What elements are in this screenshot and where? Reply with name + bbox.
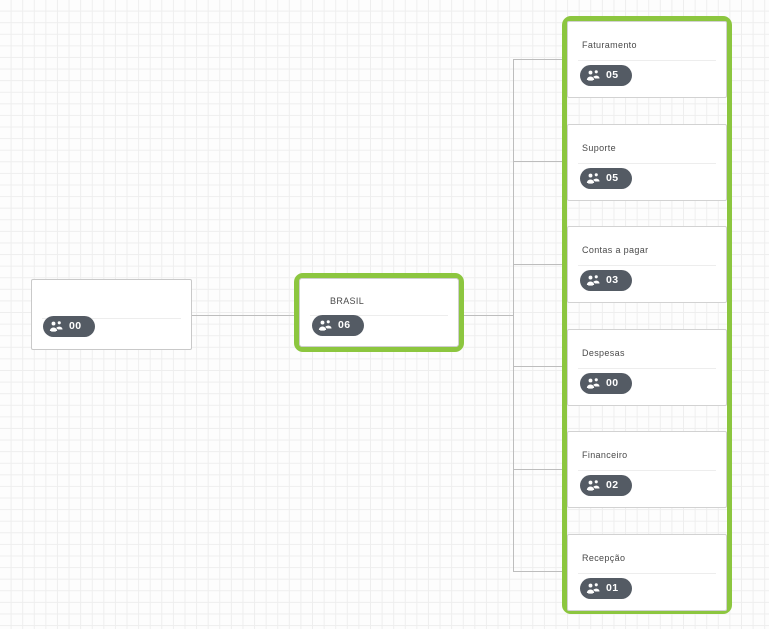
connector-branch-contas-a-pagar	[513, 264, 563, 265]
department-node-financeiro[interactable]: Financeiro 02	[567, 431, 727, 508]
connector-branch-recepcao	[513, 571, 563, 572]
department-node-faturamento[interactable]: Faturamento 05	[567, 21, 727, 98]
department-divider	[578, 60, 716, 61]
connector-branch-faturamento	[513, 59, 563, 60]
node-brasil-selection-outline[interactable]: BRASIL 06	[294, 273, 464, 352]
connector-root-to-brasil	[192, 315, 294, 316]
department-member-count: 03	[606, 274, 619, 287]
department-node-suporte[interactable]: Suporte 05	[567, 123, 727, 201]
department-member-count: 00	[606, 376, 619, 389]
department-member-count: 01	[606, 581, 619, 594]
node-brasil-divider	[310, 315, 448, 316]
department-member-badge[interactable]: 05	[580, 65, 632, 86]
department-member-badge[interactable]: 02	[580, 475, 632, 496]
users-group-icon	[586, 69, 601, 82]
department-divider	[578, 470, 716, 471]
users-group-icon	[586, 172, 601, 185]
department-member-badge[interactable]: 00	[580, 372, 632, 394]
node-brasil[interactable]: BRASIL 06	[299, 278, 459, 347]
connector-branch-suporte	[513, 161, 563, 162]
department-title: Financeiro	[582, 450, 628, 460]
connector-branch-financeiro	[513, 469, 563, 470]
node-root[interactable]: 00	[31, 279, 192, 350]
department-divider	[578, 265, 716, 266]
department-member-count: 05	[606, 171, 619, 184]
node-root-member-count: 00	[69, 320, 82, 333]
department-member-badge[interactable]: 05	[580, 167, 632, 189]
department-title: Suporte	[582, 142, 616, 153]
users-group-icon	[586, 479, 601, 492]
connector-brasil-to-trunk	[463, 315, 514, 316]
department-member-count: 02	[606, 479, 619, 492]
department-divider	[578, 572, 716, 574]
connector-vertical-trunk	[513, 59, 514, 571]
users-group-icon	[586, 377, 601, 390]
node-root-member-badge[interactable]: 00	[43, 316, 95, 337]
department-member-badge[interactable]: 01	[580, 577, 632, 599]
connector-branch-despesas	[513, 366, 563, 367]
node-brasil-member-count: 06	[338, 319, 351, 332]
department-divider	[578, 367, 716, 369]
node-root-divider	[42, 318, 181, 319]
department-member-badge[interactable]: 03	[580, 270, 632, 291]
node-brasil-title: BRASIL	[330, 296, 365, 306]
department-title: Contas a pagar	[582, 245, 649, 255]
users-group-icon	[586, 582, 601, 595]
node-brasil-member-badge[interactable]: 06	[312, 315, 364, 336]
department-title: Recepção	[582, 552, 626, 563]
users-group-icon	[49, 320, 64, 333]
department-divider	[578, 162, 716, 164]
users-group-icon	[586, 274, 601, 287]
department-node-contas-a-pagar[interactable]: Contas a pagar 03	[567, 226, 727, 303]
users-group-icon	[318, 319, 333, 332]
department-node-despesas[interactable]: Despesas 00	[567, 328, 727, 406]
department-node-recepcao[interactable]: Recepção 01	[567, 533, 727, 611]
department-title: Despesas	[582, 347, 625, 358]
department-title: Faturamento	[582, 40, 637, 50]
department-member-count: 05	[606, 69, 619, 82]
